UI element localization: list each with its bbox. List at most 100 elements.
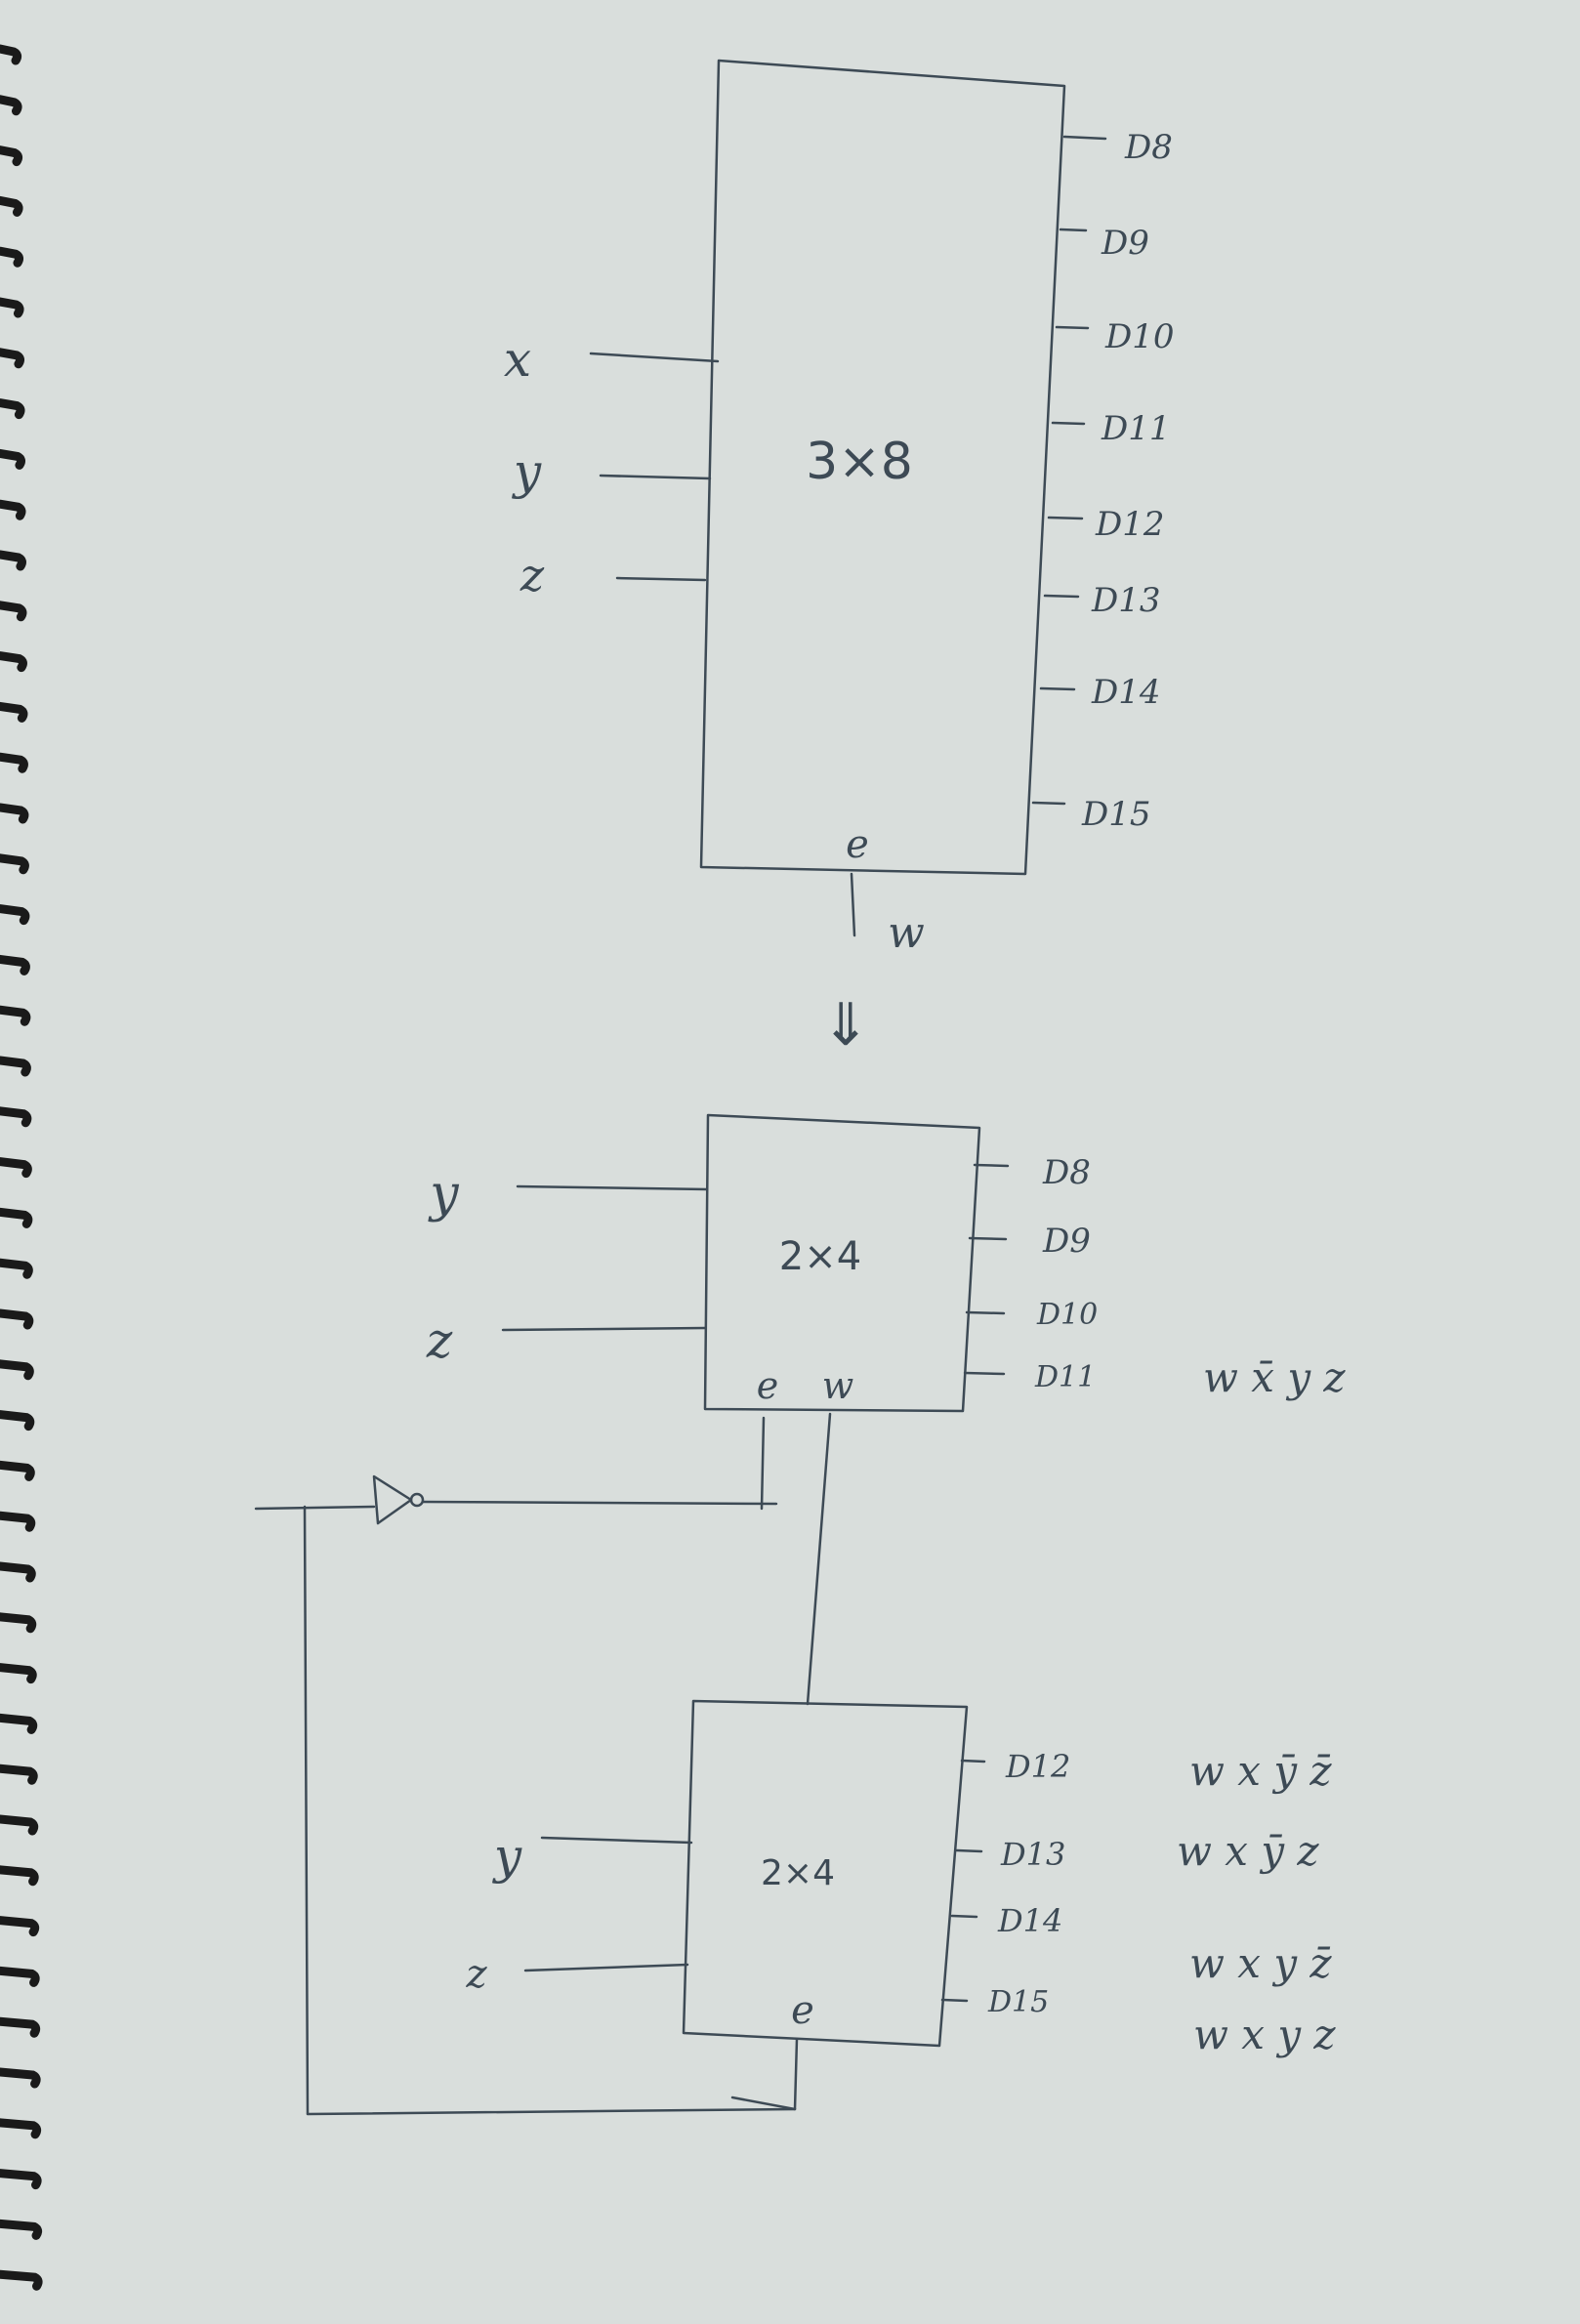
lower-input-line-y <box>540 1836 693 1845</box>
enable-input-w-3x8: w <box>888 908 925 958</box>
decoder-lower-label: 2×4 <box>761 1853 835 1893</box>
lower-output-label-d13: D13 <box>1000 1836 1065 1873</box>
input-line-y <box>599 474 712 480</box>
spiral-ring <box>0 1713 38 1734</box>
output-line-d15 <box>1031 801 1066 806</box>
enable-label-3x8: e <box>846 822 869 867</box>
output-line-d13 <box>1043 594 1080 599</box>
spiral-binding <box>0 44 43 2291</box>
spiral-ring <box>0 1359 34 1381</box>
input-label-z: z <box>520 549 545 602</box>
spiral-ring <box>0 297 24 318</box>
upper-output-label-d8: D8 <box>1042 1153 1091 1192</box>
spiral-ring <box>0 44 22 65</box>
output-line-d12 <box>1047 516 1084 520</box>
spiral-ring <box>0 499 26 520</box>
not-gate-bubble <box>409 1492 425 1508</box>
input-label-y: y <box>512 443 542 500</box>
spiral-ring <box>0 2169 42 2190</box>
output-line-d11 <box>1051 421 1086 426</box>
spiral-ring <box>0 651 27 673</box>
spiral-ring <box>0 1258 33 1279</box>
lower-output-label-d14: D14 <box>997 1902 1062 1939</box>
inverter-output-wire <box>421 1500 778 1506</box>
lower-input-label-y: y <box>492 1828 522 1885</box>
spiral-ring <box>0 398 25 420</box>
upper-input-line-y <box>516 1184 709 1191</box>
spiral-ring <box>0 1764 38 1785</box>
output-label-d11: D11 <box>1101 409 1171 448</box>
not-gate <box>372 1474 413 1525</box>
spiral-ring <box>0 145 23 167</box>
decoder-2x4-lower: 2×4 y z D12 D13 D14 D15 w x ȳ z̄ w x ȳ z… <box>465 1699 1336 2058</box>
spiral-ring <box>0 601 27 622</box>
upper-output-line-d11 <box>963 1371 1006 1376</box>
upper-enable-input-w: w <box>822 1364 854 1407</box>
spiral-ring <box>0 1460 35 1481</box>
decoder-3x8-label: 3×8 <box>806 433 913 491</box>
w-input-wire <box>254 1505 376 1511</box>
lower-enable-label: e <box>791 1988 814 2033</box>
decoder-upper-box <box>703 1113 981 1413</box>
upper-enable-label: e <box>757 1364 779 1407</box>
spiral-ring <box>0 752 28 773</box>
lower-output-label-d15: D15 <box>987 1985 1049 2019</box>
upper-output-line-d8 <box>973 1163 1010 1168</box>
upper-input-label-z: z <box>426 1312 453 1369</box>
upper-output-label-d11: D11 <box>1034 1360 1096 1394</box>
lower-minterm-d12: w x ȳ z̄ <box>1189 1747 1332 1795</box>
spiral-ring <box>0 1157 32 1179</box>
lower-output-label-d12: D12 <box>1005 1748 1070 1785</box>
spiral-ring <box>0 348 25 369</box>
spiral-ring <box>0 954 30 975</box>
lower-input-line-z <box>523 1963 689 1972</box>
lower-output-line-d12 <box>960 1759 986 1764</box>
decoder-upper-label: 2×4 <box>779 1234 861 1279</box>
spiral-ring <box>0 2219 43 2240</box>
decoder-3x8-box <box>699 59 1066 876</box>
upper-to-lower-wire <box>806 1412 832 1706</box>
upper-input-label-y: y <box>428 1165 459 1224</box>
spiral-ring <box>0 550 26 571</box>
spiral-ring <box>0 1612 37 1634</box>
spiral-ring <box>0 2118 42 2139</box>
output-label-d8: D8 <box>1124 128 1173 167</box>
spiral-ring <box>0 1511 36 1532</box>
lower-enable-tick <box>730 2096 797 2111</box>
spiral-ring <box>0 95 22 116</box>
upper-output-line-d10 <box>965 1310 1006 1315</box>
input-label-x: x <box>504 331 531 388</box>
output-label-d13: D13 <box>1091 581 1161 620</box>
lower-output-line-d14 <box>950 1914 978 1919</box>
output-label-d15: D15 <box>1081 795 1151 834</box>
output-label-d10: D10 <box>1104 317 1175 356</box>
enable-line-3x8 <box>850 872 856 937</box>
lower-input-label-z: z <box>465 1952 487 1997</box>
input-line-x <box>589 352 720 363</box>
spiral-ring <box>0 904 30 926</box>
spiral-ring <box>0 803 29 824</box>
implies-arrow: ⇓ <box>821 991 870 1059</box>
decoder-lower-box <box>682 1699 969 2048</box>
output-label-d12: D12 <box>1095 505 1165 544</box>
output-line-d14 <box>1039 686 1076 691</box>
upper-output-label-d10: D10 <box>1036 1298 1098 1332</box>
lower-minterm-d14: w x y z̄ <box>1189 1939 1332 1987</box>
upper-input-line-z <box>501 1326 707 1332</box>
upper-output-label-d9: D9 <box>1042 1222 1091 1261</box>
spiral-ring <box>0 1106 32 1128</box>
upper-output-line-d9 <box>968 1236 1008 1241</box>
lower-minterm-d13: w x ȳ z <box>1177 1827 1319 1875</box>
output-line-d10 <box>1055 325 1090 330</box>
spiral-ring <box>0 246 24 268</box>
enable-wiring <box>254 1412 832 2116</box>
lower-enable-wire <box>793 2037 799 2111</box>
input-line-z <box>615 576 707 582</box>
spiral-ring <box>0 2016 41 2038</box>
spiral-ring <box>0 1561 36 1583</box>
spiral-ring <box>0 1865 39 1887</box>
spiral-ring <box>0 1410 35 1432</box>
upper-minterm-d11: w x̄ y z <box>1203 1353 1346 1401</box>
